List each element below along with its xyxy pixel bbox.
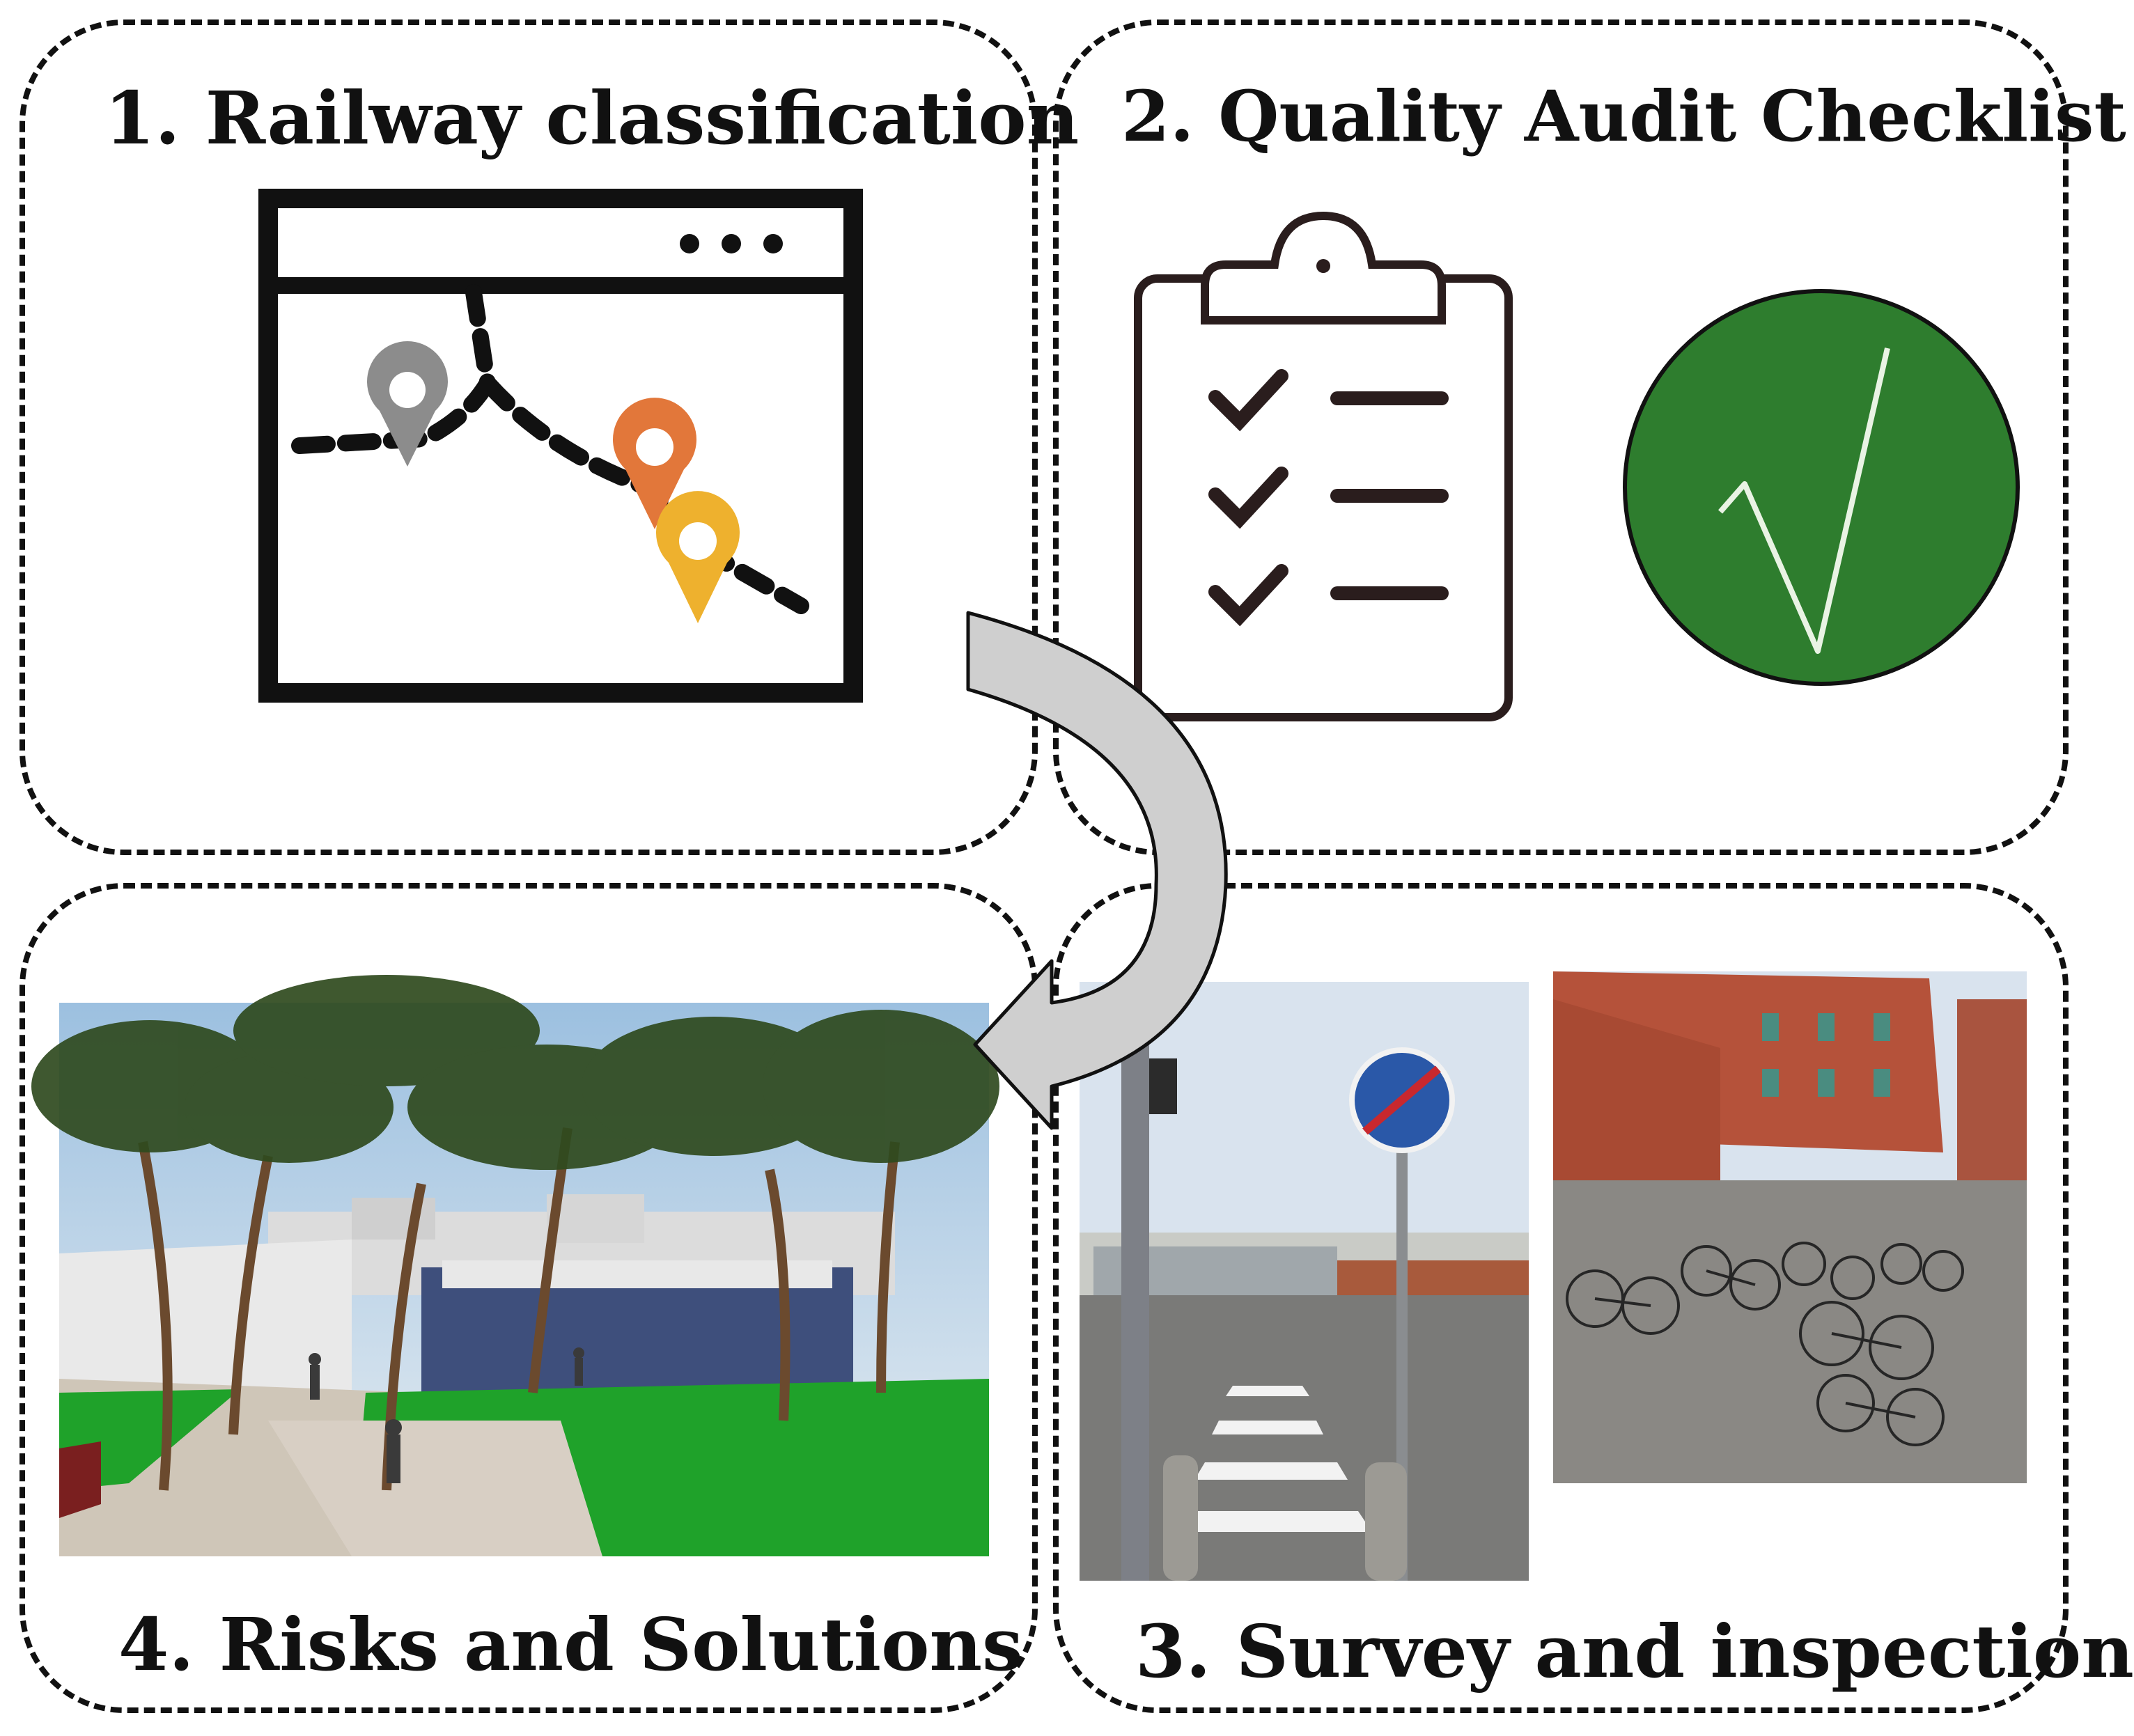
clipboard-checklist-icon: [1134, 211, 1513, 721]
rendering-public-space-image: [31, 975, 999, 1556]
map-pin-icon-gray: [367, 341, 448, 467]
panel-title-railway-classification: 1. Railway classification: [104, 75, 1080, 161]
survey-photo-station-crossing: [1080, 982, 1529, 1581]
panel-railway-classification: [20, 19, 1038, 855]
panel-title-risks-solutions: 4. Risks and Solutions: [118, 1602, 1023, 1687]
survey-photo-bike-parking: [1553, 971, 2027, 1483]
curved-arrow-icon: [966, 611, 1228, 1130]
map-pin-icon-orange: [613, 398, 696, 529]
panel-title-quality-audit-checklist: 2. Quality Audit Checklist: [1121, 75, 2126, 157]
panel-survey-inspection: [1053, 883, 2069, 1713]
panel-title-survey-inspection: 3. Survey and inspection: [1135, 1609, 2134, 1694]
checkmark-circle-icon: [1623, 289, 2020, 686]
panel-risks-solutions: [20, 883, 1038, 1713]
browser-window-icon: [258, 189, 863, 703]
panel-quality-audit-checklist: [1053, 19, 2069, 855]
map-pin-icon-yellow: [656, 491, 740, 623]
